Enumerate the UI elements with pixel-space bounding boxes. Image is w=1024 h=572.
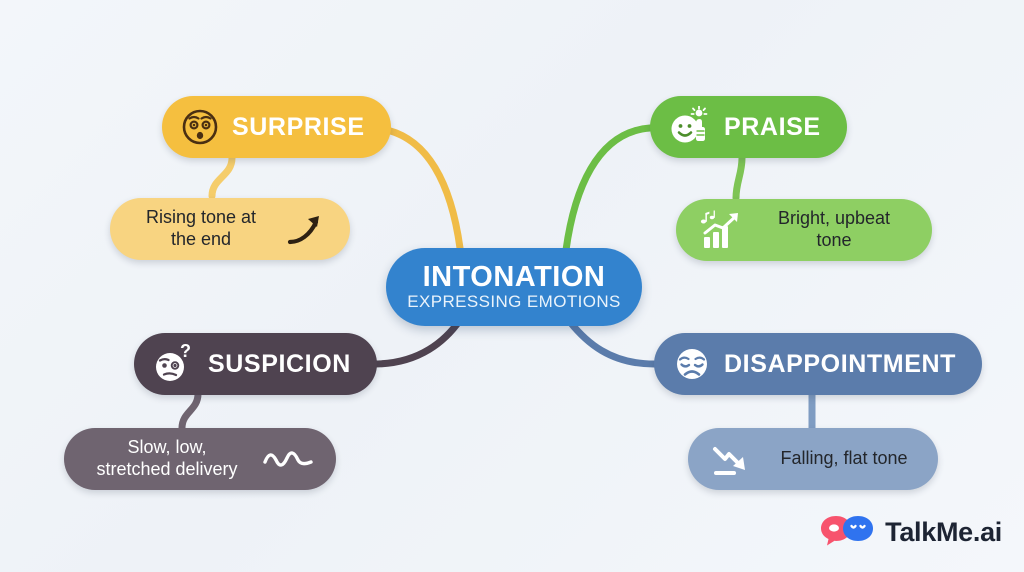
svg-text:?: ? [180,343,191,361]
sub-node-disappointment[interactable]: Falling, flat tone [688,428,938,490]
connector-surprise-to-center [370,124,464,252]
wavy-line-icon [262,444,314,474]
connector-praise-to-sub [732,154,746,202]
falling-arrow-icon [710,439,758,479]
sub-node-suspicion[interactable]: Slow, low, stretched delivery [64,428,336,490]
connector-suspicion-to-sub [178,390,202,432]
sub-node-surprise[interactable]: Rising tone at the end [110,198,350,260]
sub-label-suspicion: Slow, low, stretched delivery [96,437,238,479]
rising-arrow-icon [284,209,328,249]
center-node[interactable]: INTONATION EXPRESSING EMOTIONS [386,248,642,326]
center-subtitle: EXPRESSING EMOTIONS [407,292,621,312]
logo-wordmark: TalkMe.ai [885,517,1002,547]
branch-node-praise[interactable]: PRAISE [650,96,847,158]
branch-label-disappointment: DISAPPOINTMENT [724,349,957,378]
branch-node-suspicion[interactable]: ? SUSPICION [134,333,377,395]
sub-node-praise[interactable]: Bright, upbeat tone [676,199,932,261]
disappointed-face-icon [672,344,712,384]
branch-label-surprise: SURPRISE [232,112,365,141]
surprised-face-icon [180,107,220,147]
skeptical-face-question-icon: ? [152,343,196,385]
sub-label-praise: Bright, upbeat tone [777,208,891,250]
logo-bubbles-icon [820,513,876,552]
rising-bar-chart-music-icon [698,209,744,251]
sub-label-surprise: Rising tone at the end [145,207,257,249]
smiling-face-thumbs-up-icon [668,106,712,148]
branch-node-disappointment[interactable]: DISAPPOINTMENT [654,333,983,395]
sub-label-disappointment: Falling, flat tone [780,448,908,469]
connector-praise-to-center [562,124,654,254]
center-title: INTONATION [422,260,606,293]
branch-label-suspicion: SUSPICION [208,349,351,378]
talkme-logo[interactable]: TalkMe.ai [820,513,1002,552]
branch-label-praise: PRAISE [724,112,821,141]
connector-surprise-to-sub [208,154,236,200]
branch-node-surprise[interactable]: SURPRISE [162,96,391,158]
connector-suspicion-to-center [370,316,464,368]
connector-disappointment-to-center [566,318,658,368]
